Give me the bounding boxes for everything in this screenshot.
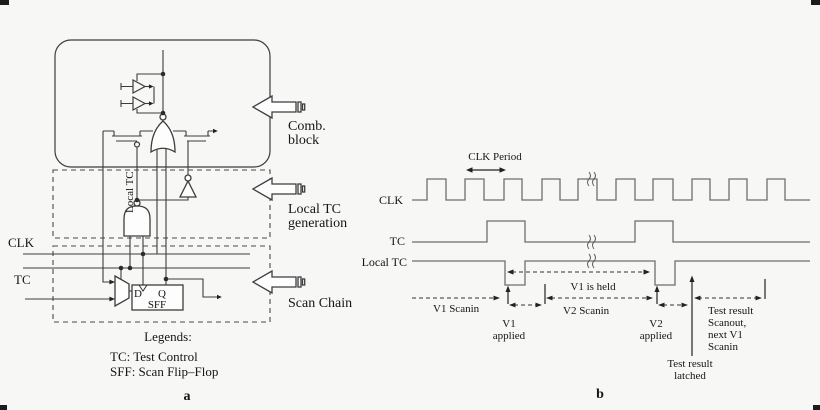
local-tc-generation-box <box>52 169 271 239</box>
local-tc-generation-label-line2: generation <box>288 216 347 231</box>
local-tc-generation-label-line1: Local TC <box>288 202 341 217</box>
bus-lines <box>23 253 250 269</box>
scan-flip-flop: D Q SFF <box>131 284 184 311</box>
v2-applied-label-line2: applied <box>640 330 673 342</box>
clk-period-label: CLK Period <box>468 151 522 163</box>
comb-block-label-line1: Comb. <box>288 119 326 134</box>
panel-a: D Q SFF <box>8 39 352 404</box>
scan-chain-label: Scan Chain <box>288 296 352 311</box>
pass-transistor-left <box>103 130 153 148</box>
test-result-scanout-line1: Test result <box>708 305 753 317</box>
nor-gate <box>150 113 176 154</box>
test-result-latched-line2: latched <box>674 370 706 382</box>
clk-bus-label: CLK <box>8 235 35 250</box>
test-result-scanout-line2: Scanout, <box>708 317 746 329</box>
legend-tc: TC: Test Control <box>110 349 198 364</box>
v1-scanin-label: V1 Scanin <box>433 303 480 315</box>
test-result-scanout-line3: next V1 <box>708 329 743 341</box>
callout-arrow-scan-chain <box>251 269 306 295</box>
v1-is-held-label: V1 is held <box>570 281 616 293</box>
scan-mux <box>109 274 130 308</box>
clk-period-arrow <box>466 167 506 173</box>
v1-held-arrow <box>507 269 650 275</box>
legend-sff: SFF: Scan Flip–Flop <box>110 364 218 379</box>
sff-d-pin-label: D <box>134 288 142 300</box>
panel-b-label: b <box>596 387 604 402</box>
tc-bus-label: TC <box>14 272 31 287</box>
v2-applied-arrow <box>654 285 660 304</box>
test-result-latched-line1: Test result <box>667 358 712 370</box>
comb-block-label-line2: block <box>288 133 319 148</box>
local-tc-signal-label: Local TC <box>362 255 407 269</box>
panel-a-label: a <box>184 389 191 404</box>
legends-heading: Legends: <box>144 329 192 344</box>
local-tc-waveform <box>412 260 810 286</box>
scanin-annotation-lines <box>412 279 766 308</box>
tc-signal-label: TC <box>390 234 405 248</box>
v1-applied-label-line1: V1 <box>502 318 515 330</box>
tristate-buffer-pair <box>120 73 163 114</box>
sff-q-pin-label: Q <box>158 288 166 300</box>
v2-applied-label-line1: V2 <box>649 318 662 330</box>
panel-b: CLK Period CLK TC Local TC V1 Scanin V1 … <box>362 151 810 402</box>
callout-arrow-local-tc <box>251 176 306 202</box>
clk-waveform <box>412 178 810 201</box>
time-break-marks <box>587 171 596 269</box>
test-result-scanout-line4: Scanin <box>708 341 738 353</box>
inverter-gate <box>178 174 198 198</box>
v1-applied-label-line2: applied <box>493 330 526 342</box>
pass-transistor-right <box>173 128 218 142</box>
junction-dots <box>118 71 169 282</box>
scan-out-arrow <box>217 294 222 300</box>
v2-scanin-label: V2 Scanin <box>563 305 610 317</box>
callout-arrow-comb-block <box>251 94 306 120</box>
clk-signal-label: CLK <box>379 193 403 207</box>
v1-applied-arrow <box>505 285 511 304</box>
test-result-latched-arrow <box>689 275 695 356</box>
tc-waveform <box>412 220 810 243</box>
sff-name-label: SFF <box>148 299 166 311</box>
local-tc-wire-label: Local TC <box>124 171 136 213</box>
